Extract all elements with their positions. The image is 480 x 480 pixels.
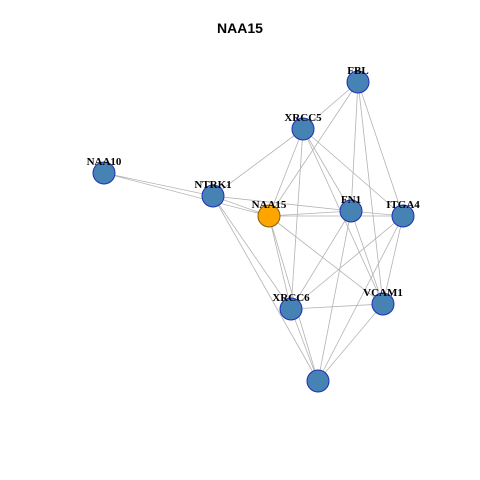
node-xrcc5[interactable]: XRCC5 (284, 112, 322, 141)
node-fbl[interactable]: FBL (346, 65, 370, 94)
edge-xrcc5-xrcc6 (290, 128, 304, 310)
edge-fn1-xrcc6 (290, 210, 352, 310)
node-label: NTRK1 (194, 179, 231, 191)
edge-naa15-vcam1 (268, 215, 384, 305)
edge-xrcc6-vcam1 (290, 303, 384, 310)
node-ntrk1[interactable]: NTRK1 (194, 179, 232, 208)
edge-itga4-bottom (317, 215, 404, 382)
node-circle[interactable] (257, 204, 281, 228)
edge-xrcc5-naa15 (268, 128, 304, 217)
edge-ntrk1-bottom (212, 195, 319, 382)
edge-naa10-ntrk1 (103, 172, 214, 197)
node-circle[interactable] (279, 297, 303, 321)
edge-xrcc5-ntrk1 (212, 128, 304, 197)
edge-fn1-vcam1 (350, 210, 384, 305)
edge-fbl-xrcc5 (302, 81, 359, 130)
edge-fn1-bottom (317, 210, 352, 382)
node-bottom[interactable] (306, 369, 330, 393)
node-label: FBL (347, 65, 368, 77)
edge-naa15-fn1 (268, 210, 352, 217)
node-label: XRCC6 (272, 292, 310, 304)
edge-fbl-vcam1 (357, 81, 384, 305)
node-circle[interactable] (371, 292, 395, 316)
node-circle[interactable] (306, 369, 330, 393)
edge-itga4-xrcc6 (290, 215, 404, 310)
node-label: NAA10 (87, 156, 122, 168)
graph-title: NAA15 (217, 20, 263, 36)
edge-xrcc5-fn1 (302, 128, 352, 212)
edge-xrcc6-bottom (290, 308, 319, 382)
edge-vcam1-bottom (317, 303, 384, 382)
node-label: VCAM1 (363, 287, 403, 299)
node-vcam1[interactable]: VCAM1 (363, 287, 403, 316)
node-circle[interactable] (346, 70, 370, 94)
edge-ntrk1-fn1 (212, 195, 352, 212)
edge-fbl-fn1 (350, 81, 359, 212)
edge-layer (103, 81, 404, 382)
node-fn1[interactable]: FN1 (339, 194, 363, 223)
node-circle[interactable] (291, 117, 315, 141)
node-naa15[interactable]: NAA15 (252, 199, 287, 228)
edge-fbl-naa15 (268, 81, 359, 217)
node-circle[interactable] (339, 199, 363, 223)
node-label: NAA15 (252, 199, 287, 211)
edge-ntrk1-xrcc6 (212, 195, 292, 310)
edge-naa15-xrcc6 (268, 215, 292, 310)
edge-xrcc5-itga4 (302, 128, 404, 217)
node-xrcc6[interactable]: XRCC6 (272, 292, 310, 321)
node-itga4[interactable]: ITGA4 (386, 199, 420, 228)
node-label: XRCC5 (284, 112, 322, 124)
edge-naa10-naa15 (103, 172, 270, 217)
edge-fbl-itga4 (357, 81, 404, 217)
node-label: FN1 (341, 194, 361, 206)
node-circle[interactable] (391, 204, 415, 228)
edge-itga4-vcam1 (382, 215, 404, 305)
node-naa10[interactable]: NAA10 (87, 156, 122, 185)
node-label: ITGA4 (386, 199, 420, 211)
node-circle[interactable] (201, 184, 225, 208)
node-circle[interactable] (92, 161, 116, 185)
